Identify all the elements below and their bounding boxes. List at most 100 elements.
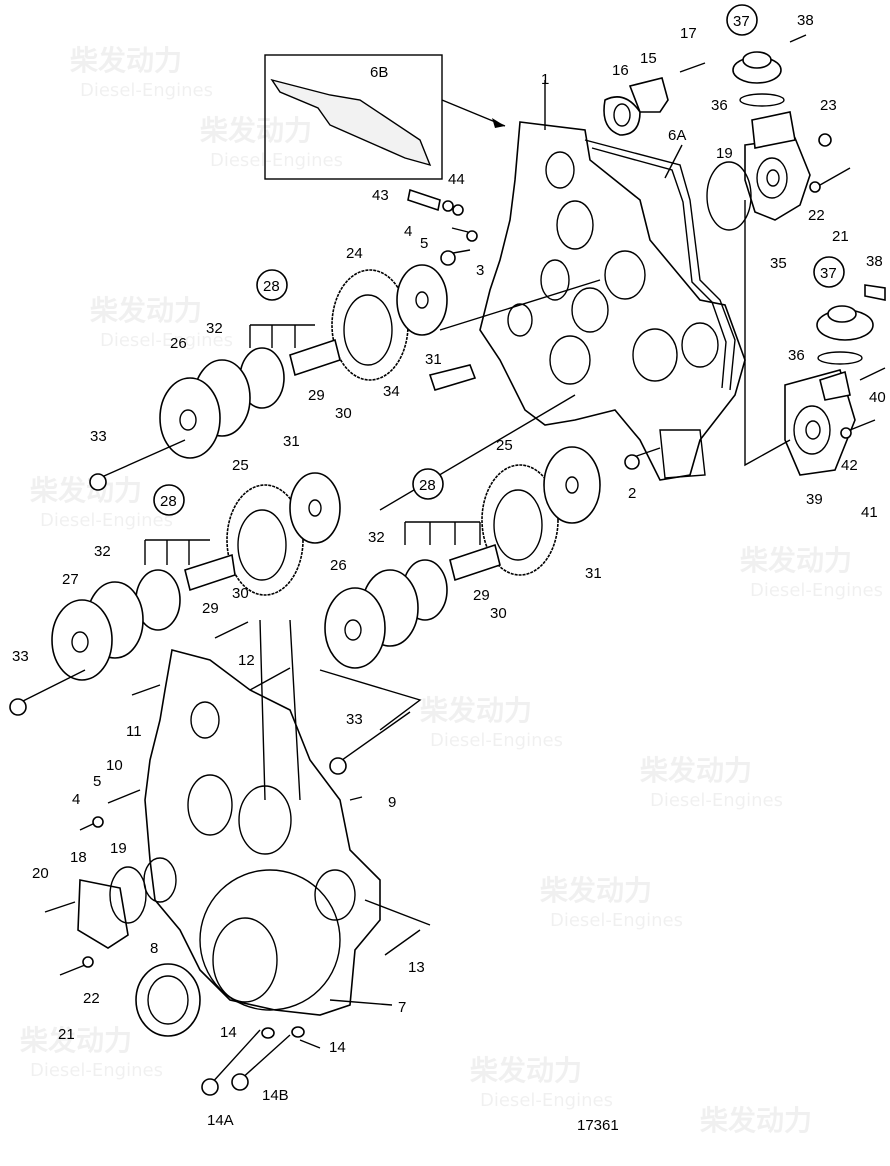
watermark-layer: 柴发动力 Diesel-Engines 柴发动力 Diesel-Engines … <box>20 44 883 1137</box>
part-number-label: 40 <box>869 389 886 406</box>
part-number-label: 11 <box>126 723 142 740</box>
sensor-and-plugs <box>407 188 661 470</box>
part-number-label: 26 <box>330 557 347 574</box>
part-number-label: 21 <box>58 1026 75 1043</box>
part-number-label: 30 <box>232 585 249 602</box>
timing-gear-plate <box>479 121 746 481</box>
watermark-text: Diesel-Engines <box>100 330 233 351</box>
part-number-label: 4 <box>72 791 80 808</box>
part-number-label: 35 <box>770 255 787 272</box>
filler-cap-lower <box>784 305 874 476</box>
watermark-text: 柴发动力 <box>20 1024 132 1057</box>
part-number-label: 14 <box>220 1024 237 1041</box>
watermark-text: 柴发动力 <box>90 294 202 327</box>
watermark-text: Diesel-Engines <box>80 80 213 101</box>
gear-25-left-assembly <box>9 472 341 716</box>
watermark-text: Diesel-Engines <box>650 790 783 811</box>
o-ring-19-upper <box>706 161 752 231</box>
part-number-label: 28 <box>263 278 280 295</box>
part-number-label: 29 <box>308 387 325 404</box>
gasket-6a-inner <box>591 147 727 389</box>
part-number-label: 23 <box>820 97 837 114</box>
part-number-label: 4 <box>404 223 412 240</box>
lower-small-parts <box>44 621 421 1096</box>
watermark-text: 柴发动力 <box>70 44 182 77</box>
part-number-label: 28 <box>419 477 436 494</box>
watermark-text: Diesel-Engines <box>40 510 173 531</box>
part-number-label: 25 <box>232 457 249 474</box>
part-number-label: 5 <box>420 235 428 252</box>
part-number-label: 18 <box>70 849 87 866</box>
part-number-label: 21 <box>832 228 849 245</box>
part-number-label: 6A <box>668 127 686 144</box>
watermark-text: 柴发动力 <box>640 754 752 787</box>
part-number-label: 41 <box>861 504 878 521</box>
part-number-label: 16 <box>612 62 629 79</box>
part-number-label: 37 <box>820 265 837 282</box>
part-number-label: 31 <box>425 351 442 368</box>
part-number-label: 24 <box>346 245 363 262</box>
part-number-label: 37 <box>733 13 750 30</box>
watermark-text: 柴发动力 <box>700 1104 812 1137</box>
part-number-label: 2 <box>628 485 636 502</box>
part-number-label: 36 <box>788 347 805 364</box>
watermark-text: Diesel-Engines <box>210 150 343 171</box>
leader-lines <box>144 80 791 1049</box>
upper-small-parts <box>603 34 886 439</box>
part-number-label: 5 <box>93 773 101 790</box>
part-number-label: 33 <box>346 711 363 728</box>
watermark-text: 柴发动力 <box>740 544 852 577</box>
part-number-label: 33 <box>90 428 107 445</box>
part-number-label: 34 <box>383 383 400 400</box>
watermark-text: 柴发动力 <box>30 474 142 507</box>
part-number-label: 27 <box>62 571 79 588</box>
part-number-label: 10 <box>106 757 123 774</box>
gear-25-right-assembly <box>324 446 601 775</box>
part-number-label: 22 <box>83 990 100 1007</box>
part-number-label: 19 <box>716 145 733 162</box>
part-number-label: 13 <box>408 959 425 976</box>
watermark-text: Diesel-Engines <box>30 1060 163 1081</box>
part-number-label: 32 <box>368 529 385 546</box>
part-number-label: 17 <box>680 25 697 42</box>
part-number-label: 33 <box>12 648 29 665</box>
part-number-label: 31 <box>585 565 602 582</box>
part-number-label: 30 <box>335 405 352 422</box>
part-number-label: 3 <box>476 262 484 279</box>
part-number-label: 14B <box>262 1087 289 1104</box>
part-number-label: 22 <box>808 207 825 224</box>
part-number-label: 25 <box>496 437 513 454</box>
part-number-label: 36 <box>711 97 728 114</box>
watermark-text: Diesel-Engines <box>480 1090 613 1111</box>
part-number-label: 12 <box>238 652 255 669</box>
watermark-text: 柴发动力 <box>540 874 652 907</box>
part-number-label: 38 <box>866 253 883 270</box>
gasket-6a <box>584 139 736 391</box>
part-number-label: 8 <box>150 940 158 957</box>
watermark-text: 柴发动力 <box>420 694 532 727</box>
part-number-label: 29 <box>473 587 490 604</box>
part-number-label: 42 <box>841 457 858 474</box>
part-number-label: 29 <box>202 600 219 617</box>
watermark-text: Diesel-Engines <box>550 910 683 931</box>
part-callout-circles <box>153 4 845 516</box>
part-number-label: 31 <box>283 433 300 450</box>
part-number-label: 26 <box>170 335 187 352</box>
gear-24-assembly <box>89 264 448 491</box>
watermark-text: Diesel-Engines <box>430 730 563 751</box>
detail-label: 6B <box>370 64 388 81</box>
part-labels: 6B <box>370 64 388 81</box>
part-number-label: 32 <box>206 320 223 337</box>
sealant-tube-icon <box>270 78 432 167</box>
part-number-label: 30 <box>490 605 507 622</box>
part-number-label: 28 <box>160 493 177 510</box>
part-number-label: 32 <box>94 543 111 560</box>
part-number-label: 19 <box>110 840 127 857</box>
part-number-label: 7 <box>398 999 406 1016</box>
filler-cap-upper <box>732 51 785 107</box>
part-number-label: 43 <box>372 187 389 204</box>
watermark-text: 柴发动力 <box>470 1054 582 1087</box>
part-number-label: 38 <box>797 12 814 29</box>
part-number-label: 14 <box>329 1039 346 1056</box>
